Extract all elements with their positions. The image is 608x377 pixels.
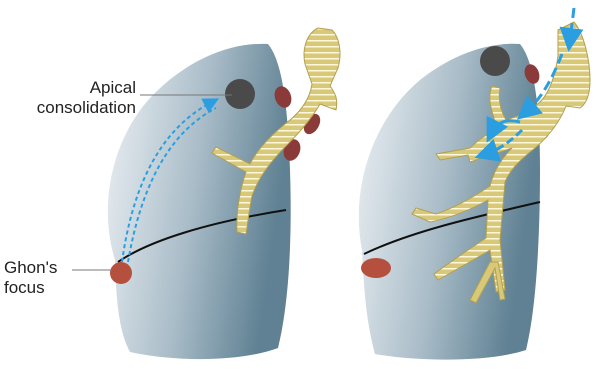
- apical-label-line2: consolidation: [18, 98, 136, 118]
- ghon-focus-label: Ghon's focus: [4, 258, 84, 298]
- apical-label-line1: Apical: [18, 78, 136, 98]
- apical-consolidation-label: Apical consolidation: [18, 78, 136, 118]
- ghon-label-line2: focus: [4, 278, 84, 298]
- right-lung-group: [359, 8, 590, 360]
- right-lung-shape: [359, 44, 540, 360]
- ghon-focus: [110, 262, 132, 284]
- ghon-label-line1: Ghon's: [4, 258, 84, 278]
- ghon-focus: [361, 258, 391, 278]
- apical-lesion: [225, 79, 255, 109]
- apical-lesion: [480, 46, 510, 76]
